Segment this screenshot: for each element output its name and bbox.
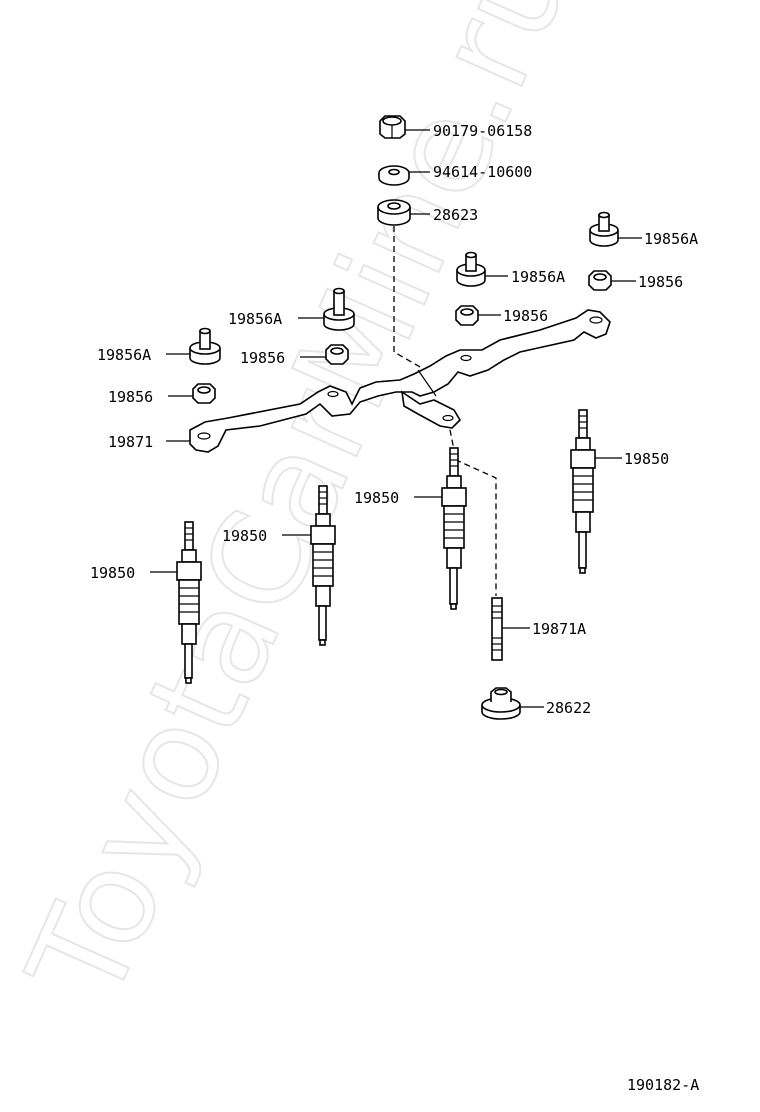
label-19856-mid: 19856 (503, 307, 548, 325)
nut-19856-left (192, 383, 216, 404)
nut-19856-right (588, 270, 612, 291)
label-19850-center: 19850 (354, 489, 399, 507)
label-19856a-left: 19856A (97, 346, 151, 364)
bus-bar-19871 (189, 309, 611, 453)
label-94614-10600: 94614-10600 (433, 163, 532, 181)
glow-plug-19850-right (570, 409, 596, 574)
nut-19856-mid (455, 305, 479, 326)
insulator-28622 (481, 687, 521, 720)
label-19850-right: 19850 (624, 450, 669, 468)
label-19856a-mid: 19856A (511, 268, 565, 286)
label-19850-mid: 19850 (222, 527, 267, 545)
nut-19856a-right (589, 211, 619, 247)
label-19856a-right: 19856A (644, 230, 698, 248)
stud-19871a (491, 597, 503, 661)
label-19856-right: 19856 (638, 273, 683, 291)
label-28622: 28622 (546, 699, 591, 717)
washer-94614-10600 (378, 165, 410, 186)
label-28623: 28623 (433, 206, 478, 224)
nut-19856a-center (323, 287, 355, 331)
figure-code: 190182-A (627, 1076, 699, 1094)
nut-19856a-mid (456, 251, 486, 287)
glow-plug-19850-center (441, 447, 467, 610)
label-19856-left: 19856 (108, 388, 153, 406)
label-19856-center: 19856 (240, 349, 285, 367)
watermark-text: ToyotaCarMine.ru (0, 0, 601, 1025)
label-19871: 19871 (108, 433, 153, 451)
glow-plug-19850-left (176, 521, 202, 684)
label-90179-06158: 90179-06158 (433, 122, 532, 140)
nut-90179-06158 (379, 115, 406, 139)
label-19856a-center: 19856A (228, 310, 282, 328)
nut-19856-center (325, 344, 349, 365)
insulator-28623 (377, 199, 411, 226)
label-19850-left: 19850 (90, 564, 135, 582)
alignment-line-lower (447, 419, 497, 596)
alignment-line-upper (393, 226, 437, 377)
label-19871a: 19871A (532, 620, 586, 638)
nut-19856a-left (189, 327, 221, 365)
